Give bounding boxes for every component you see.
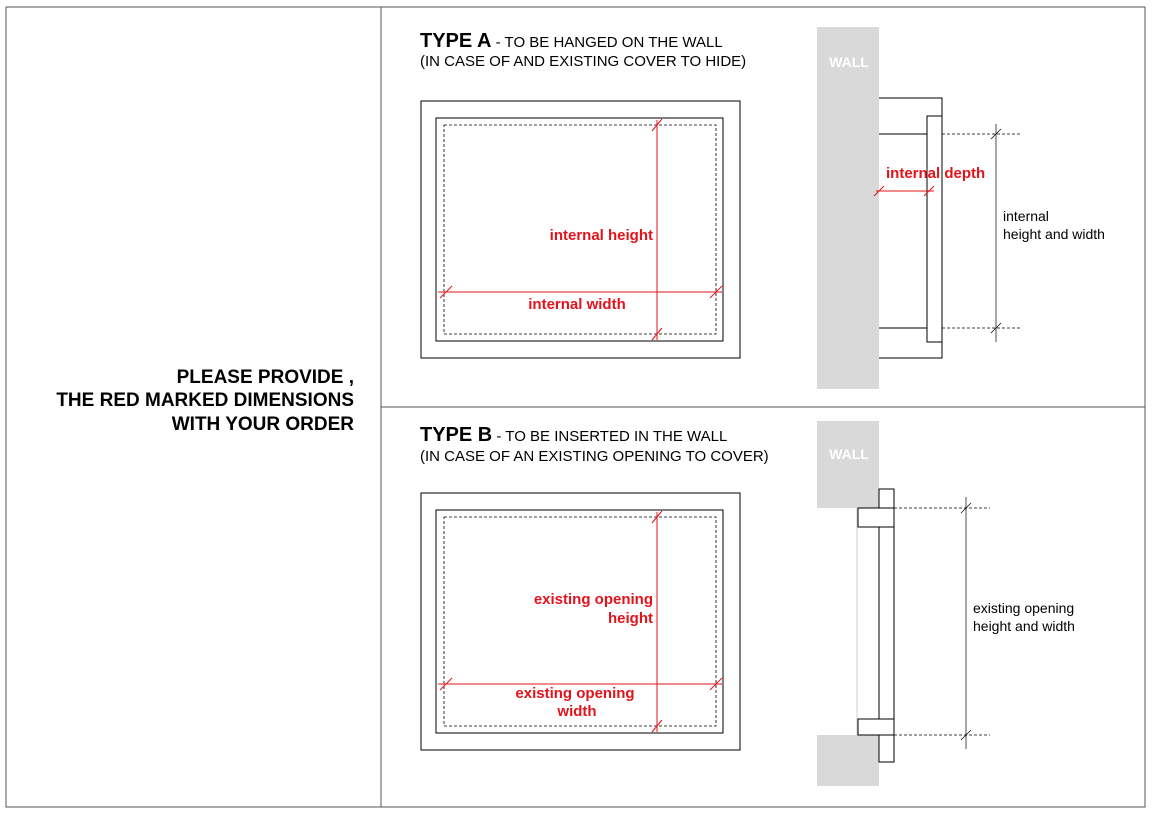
type-b-width-label-1: existing opening	[515, 685, 634, 702]
type-a-inner-frame	[435, 117, 724, 342]
type-b-width-tick-left	[439, 677, 453, 691]
type-b-title-bold: TYPE B	[420, 424, 492, 446]
type-b-title-rest: - TO BE INSERTED IN THE WALL	[492, 428, 727, 445]
instruction-line-1: PLEASE PROVIDE ,	[177, 367, 354, 388]
instruction-line-2: THE RED MARKED DIMENSIONS	[56, 390, 354, 411]
type-b-side-label-1: existing opening	[973, 600, 1074, 616]
type-a-side-view: WALL internal depth internal height and …	[817, 27, 1105, 389]
type-b-side-label-2: height and width	[973, 618, 1075, 634]
type-a-width-tick-left	[439, 285, 453, 299]
type-a-panel	[926, 115, 943, 343]
type-a-title: TYPE A - TO BE HANGED ON THE WALL	[420, 30, 723, 52]
type-b-width-tick-right	[709, 677, 723, 691]
type-b-cover-plate	[878, 488, 895, 763]
type-a-width-tick-right	[709, 285, 723, 299]
type-b-insert-bottom	[857, 718, 895, 736]
type-a-width-label: internal width	[528, 296, 626, 313]
type-a-subtitle: (IN CASE OF AND EXISTING COVER TO HIDE)	[420, 53, 746, 70]
type-b-dashed-opening	[443, 516, 717, 727]
type-b-width-label-2: width	[556, 703, 596, 720]
type-b-title: TYPE B - TO BE INSERTED IN THE WALL	[420, 424, 727, 446]
type-b-wall-bottom	[817, 735, 879, 786]
type-b-insert-top	[857, 507, 895, 528]
type-a-depth-label: internal depth	[886, 165, 985, 182]
type-a-height-tick-bottom	[651, 327, 663, 341]
type-a-outer-frame	[420, 100, 741, 359]
type-a-front-view: internal height internal width	[420, 100, 741, 359]
type-a-wall-label: WALL	[829, 54, 869, 70]
type-a-hw-tick-top	[990, 128, 1002, 140]
type-b-height-tick-bottom	[651, 719, 663, 733]
type-a-side-label-2: height and width	[1003, 226, 1105, 242]
type-b-subtitle: (IN CASE OF AN EXISTING OPENING TO COVER…	[420, 448, 769, 465]
type-a-section: TYPE A - TO BE HANGED ON THE WALL (IN CA…	[420, 27, 1105, 389]
type-b-side-view: WALL existing opening height and width	[817, 421, 1075, 786]
type-a-height-label: internal height	[550, 227, 653, 244]
type-b-height-tick-top	[651, 510, 663, 524]
type-b-wall-top	[817, 421, 879, 508]
type-a-title-bold: TYPE A	[420, 30, 492, 52]
instruction-block: PLEASE PROVIDE , THE RED MARKED DIMENSIO…	[56, 367, 354, 435]
type-b-height-label-1: existing opening	[534, 591, 653, 608]
type-a-cover-bottom	[879, 327, 943, 359]
type-a-dashed-opening	[443, 124, 717, 335]
type-a-hw-tick-bottom	[990, 322, 1002, 334]
type-b-front-view: existing opening height existing opening…	[420, 492, 741, 751]
type-b-wall-label: WALL	[829, 446, 869, 462]
type-a-depth-tick-left	[873, 185, 885, 197]
type-a-height-tick-top	[651, 118, 663, 132]
instruction-line-3: WITH YOUR ORDER	[172, 414, 355, 435]
type-b-inner-frame	[435, 509, 724, 734]
type-a-depth-tick-right	[923, 185, 935, 197]
type-a-side-label-1: internal	[1003, 208, 1049, 224]
type-b-outer-frame	[420, 492, 741, 751]
type-a-title-rest: - TO BE HANGED ON THE WALL	[492, 34, 723, 51]
type-b-hw-tick-top	[960, 502, 972, 514]
type-a-wall	[817, 27, 879, 389]
type-b-height-label-2: height	[608, 610, 653, 627]
type-b-section: TYPE B - TO BE INSERTED IN THE WALL (IN …	[420, 421, 1075, 786]
type-b-hw-tick-bottom	[960, 729, 972, 741]
